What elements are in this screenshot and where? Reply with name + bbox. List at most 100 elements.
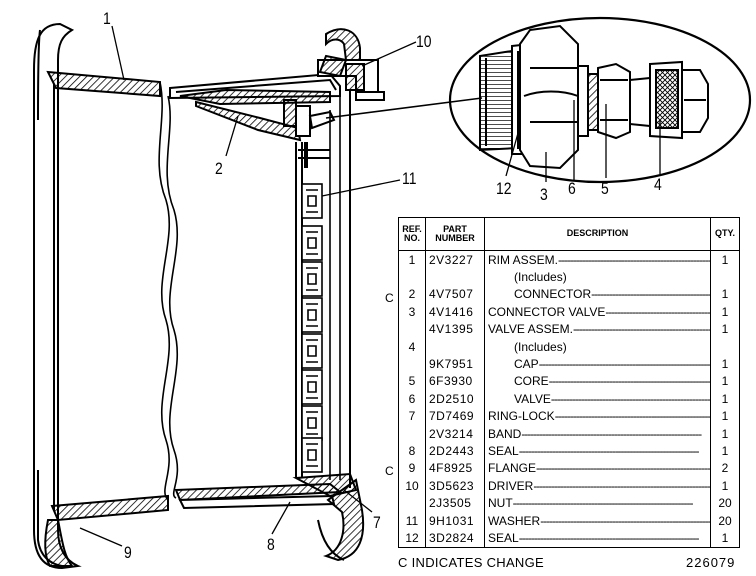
description-cell: WASHER----------------------------------… (484, 511, 711, 530)
ref-cell: 6 (398, 390, 426, 408)
callout-leaders (79, 25, 661, 547)
part-number-cell: 2J3505 (425, 494, 485, 512)
ref-cell: 11 (398, 511, 426, 530)
part-number-cell: 2V3214 (425, 424, 485, 443)
qty-cell: 1 (710, 477, 740, 495)
table-header-row: REF. NO. PART NUMBER DESCRIPTION QTY. (398, 217, 740, 251)
description-cell: CORE------------------------------------… (484, 372, 711, 391)
part-number-cell: 2D2443 (425, 442, 485, 460)
description-cell: SEAL------------------------------------… (484, 442, 711, 460)
ref-cell (398, 424, 426, 443)
description-text: VALVE (514, 391, 551, 406)
ref-cell (398, 494, 426, 512)
right-rim-section (169, 72, 351, 488)
qty-cell: 1 (710, 529, 740, 548)
qty-cell: 1 (710, 320, 740, 338)
qty-cell: 1 (710, 303, 740, 321)
bottom-band (174, 472, 358, 510)
ref-cell: 12 (398, 529, 426, 548)
description-text: CAP (514, 357, 539, 372)
leader-dashes: ----------------------------------------… (558, 252, 709, 267)
part-number-cell: 4V1395 (425, 320, 485, 338)
description-cell: VALVE-----------------------------------… (484, 390, 711, 408)
leader-dashes: ----------------------------------------… (512, 496, 694, 511)
header-description: DESCRIPTION (484, 217, 711, 251)
part-number-cell: 4V1416 (425, 303, 485, 321)
leader-dashes: ----------------------------------------… (518, 443, 700, 458)
description-text: FLANGE (488, 461, 537, 476)
callout-11: 11 (402, 169, 417, 188)
description-text: (Includes) (514, 339, 567, 354)
qty-cell: 2 (710, 459, 740, 478)
leader-dashes: ----------------------------------------… (518, 530, 700, 545)
change-mark-row-9: C (385, 464, 394, 478)
part-number-cell: 2V3227 (425, 250, 485, 269)
description-cell: BAND------------------------------------… (484, 424, 711, 443)
callout-10: 10 (416, 32, 432, 51)
description-text: BAND (488, 426, 522, 441)
callout-12: 12 (496, 179, 512, 198)
leader-dashes: ----------------------------------------… (550, 391, 710, 406)
callout-7: 7 (373, 513, 381, 532)
ref-cell: 2 (398, 285, 426, 304)
ref-cell (398, 268, 426, 286)
description-cell: NUT-------------------------------------… (484, 494, 711, 512)
ref-cell: 3 (398, 303, 426, 321)
qty-cell: 20 (710, 494, 740, 512)
description-text: CONNECTOR (514, 287, 592, 302)
qty-cell: 1 (710, 390, 740, 408)
ref-cell (398, 355, 426, 373)
description-text: RIM ASSEM. (488, 252, 559, 267)
qty-cell: 1 (710, 407, 740, 425)
part-number-cell: 4F8925 (425, 459, 485, 478)
header-qty: QTY. (710, 217, 740, 251)
description-cell: FLANGE----------------------------------… (484, 459, 711, 478)
part-number-cell (425, 268, 485, 286)
callout-4: 4 (654, 175, 662, 194)
leader-dashes: ----------------------------------------… (554, 409, 711, 424)
part-number-cell: 9K7951 (425, 355, 485, 373)
description-cell: CAP-------------------------------------… (484, 355, 711, 373)
description-cell: VALVE ASSEM.----------------------------… (484, 320, 711, 338)
description-cell: RIM ASSEM.------------------------------… (484, 250, 711, 269)
leader-dashes: ----------------------------------------… (591, 287, 709, 302)
qty-cell: 1 (710, 372, 740, 391)
ref-cell: 8 (398, 442, 426, 460)
callout-3: 3 (540, 185, 548, 204)
ref-cell: 7 (398, 407, 426, 425)
callout-5: 5 (601, 179, 609, 198)
description-text: VALVE ASSEM. (488, 322, 573, 337)
part-number-cell: 6F3930 (425, 372, 485, 391)
callout-2: 2 (215, 159, 223, 178)
ref-cell: 5 (398, 372, 426, 391)
ref-cell: 9 (398, 459, 426, 478)
table-row: 4(Includes) (398, 337, 740, 356)
leader-dashes: ----------------------------------------… (605, 304, 711, 319)
description-text: SEAL (488, 530, 519, 545)
qty-cell: 1 (710, 250, 740, 269)
qty-cell: 1 (710, 424, 740, 443)
qty-cell: 20 (710, 511, 740, 530)
header-ref-no: REF. NO. (398, 217, 426, 251)
leader-dashes: ----------------------------------------… (572, 322, 711, 337)
description-text: WASHER (488, 513, 541, 528)
description-text: NUT (488, 496, 513, 511)
valve-detail-circle (448, 16, 752, 184)
left-outer-flange (33, 22, 82, 570)
qty-cell: 1 (710, 442, 740, 460)
change-legend: C INDICATES CHANGE (398, 555, 545, 570)
description-cell: SEAL------------------------------------… (484, 529, 711, 548)
part-number-cell: 9H1031 (425, 511, 485, 530)
